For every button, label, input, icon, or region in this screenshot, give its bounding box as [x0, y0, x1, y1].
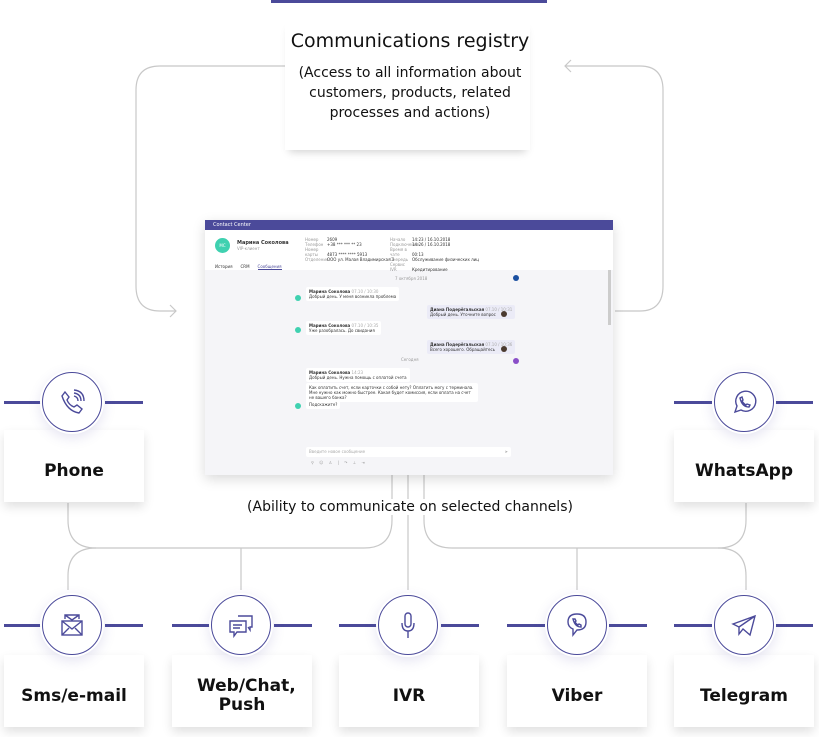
- channel-card-telegram[interactable]: Telegram: [674, 655, 814, 727]
- customer-avatar: [295, 327, 301, 333]
- accent-bar: [674, 624, 712, 627]
- telegram-icon: [712, 593, 776, 657]
- customer-name: Марина Соколова: [237, 240, 289, 246]
- input-toolbar-icons[interactable]: ⚲ ☺ ♙ | ↷ ⊥ ⇥: [311, 460, 367, 465]
- channel-card-whatsapp[interactable]: WhatsApp: [674, 430, 814, 502]
- phone-icon: [40, 370, 104, 434]
- accent-bar: [441, 624, 479, 627]
- registry-loop-left: [135, 65, 285, 312]
- accent-bar: [105, 401, 143, 404]
- link-left: [67, 475, 393, 549]
- accent-bar: [172, 624, 210, 627]
- accent-bar: [274, 624, 312, 627]
- link-sms: [67, 547, 97, 590]
- channel-label: Sms/e-mail: [21, 685, 127, 706]
- channel-label: WhatsApp: [694, 460, 794, 481]
- accent-bar: [775, 401, 813, 404]
- subtitle-line: customers, products, related: [309, 85, 511, 101]
- channel-card-viber[interactable]: Viber: [507, 655, 647, 727]
- loop-arrow-left: [169, 304, 177, 318]
- operator-avatar: [501, 311, 507, 317]
- link-right: [423, 475, 747, 549]
- accent-bar: [674, 401, 712, 404]
- channel-card-ivr[interactable]: IVR: [339, 655, 479, 727]
- send-icon: ➤: [504, 449, 508, 454]
- registry-loop-right: [565, 65, 664, 312]
- contact-center-screenshot: Contact Center МС Марина Соколова VIP-кл…: [205, 220, 613, 475]
- accent-bar: [105, 624, 143, 627]
- channel-label: IVR: [392, 685, 426, 706]
- channel-card-sms-email[interactable]: Sms/e-mail: [4, 655, 144, 727]
- tab-messages[interactable]: Сообщения: [257, 264, 282, 270]
- message: Подскажите?: [306, 400, 341, 409]
- registry-title: Communications registry: [290, 30, 530, 52]
- channel-label: Viber: [551, 685, 603, 706]
- customer-avatar: [295, 403, 301, 409]
- link-telegram: [717, 547, 747, 590]
- channel-card-phone[interactable]: Phone: [4, 430, 144, 502]
- registry-card: [285, 20, 530, 150]
- message: Как оплатить счет, если карточки с собой…: [306, 383, 478, 402]
- channel-label: Web/Chat, Push: [197, 676, 296, 715]
- accent-bar: [4, 401, 42, 404]
- viber-icon: [545, 593, 609, 657]
- mock-tabs: История CRM Сообщения: [215, 264, 282, 270]
- chat-bubbles-icon: [209, 593, 273, 657]
- viber-small-icon: [513, 358, 519, 364]
- microphone-icon: [376, 593, 440, 657]
- customer-status: VIP-клиент: [237, 246, 260, 251]
- channel-label: Telegram: [700, 685, 788, 706]
- facebook-icon: [513, 275, 519, 281]
- accent-bar: [4, 624, 42, 627]
- mock-header: Contact Center: [205, 220, 613, 230]
- loop-arrow-right: [564, 59, 572, 73]
- today-divider: Сегодня: [401, 357, 419, 362]
- message-input[interactable]: Введите новое сообщение➤: [306, 447, 511, 457]
- subtitle-line: (Access to all information about: [298, 65, 522, 81]
- accent-bar: [507, 624, 545, 627]
- scrollbar[interactable]: [608, 270, 611, 325]
- customer-avatar: [295, 295, 301, 301]
- date-divider: 7 октября 2018: [395, 276, 428, 281]
- channels-caption: (Ability to communicate on selected chan…: [200, 499, 620, 515]
- whatsapp-icon: [712, 370, 776, 434]
- registry-subtitle: (Access to all information about custome…: [270, 63, 550, 123]
- operator-avatar: [501, 346, 507, 352]
- tab-crm[interactable]: CRM: [240, 264, 250, 269]
- avatar: МС: [215, 238, 230, 253]
- envelope-icon: [40, 593, 104, 657]
- channel-card-web-chat-push[interactable]: Web/Chat, Push: [172, 655, 312, 727]
- tab-history[interactable]: История: [215, 264, 233, 269]
- channel-label: Phone: [44, 460, 104, 481]
- subtitle-line: processes and actions): [329, 105, 491, 121]
- accent-bar: [339, 624, 377, 627]
- accent-bar: [609, 624, 647, 627]
- top-accent-bar: [271, 0, 547, 3]
- accent-bar: [775, 624, 813, 627]
